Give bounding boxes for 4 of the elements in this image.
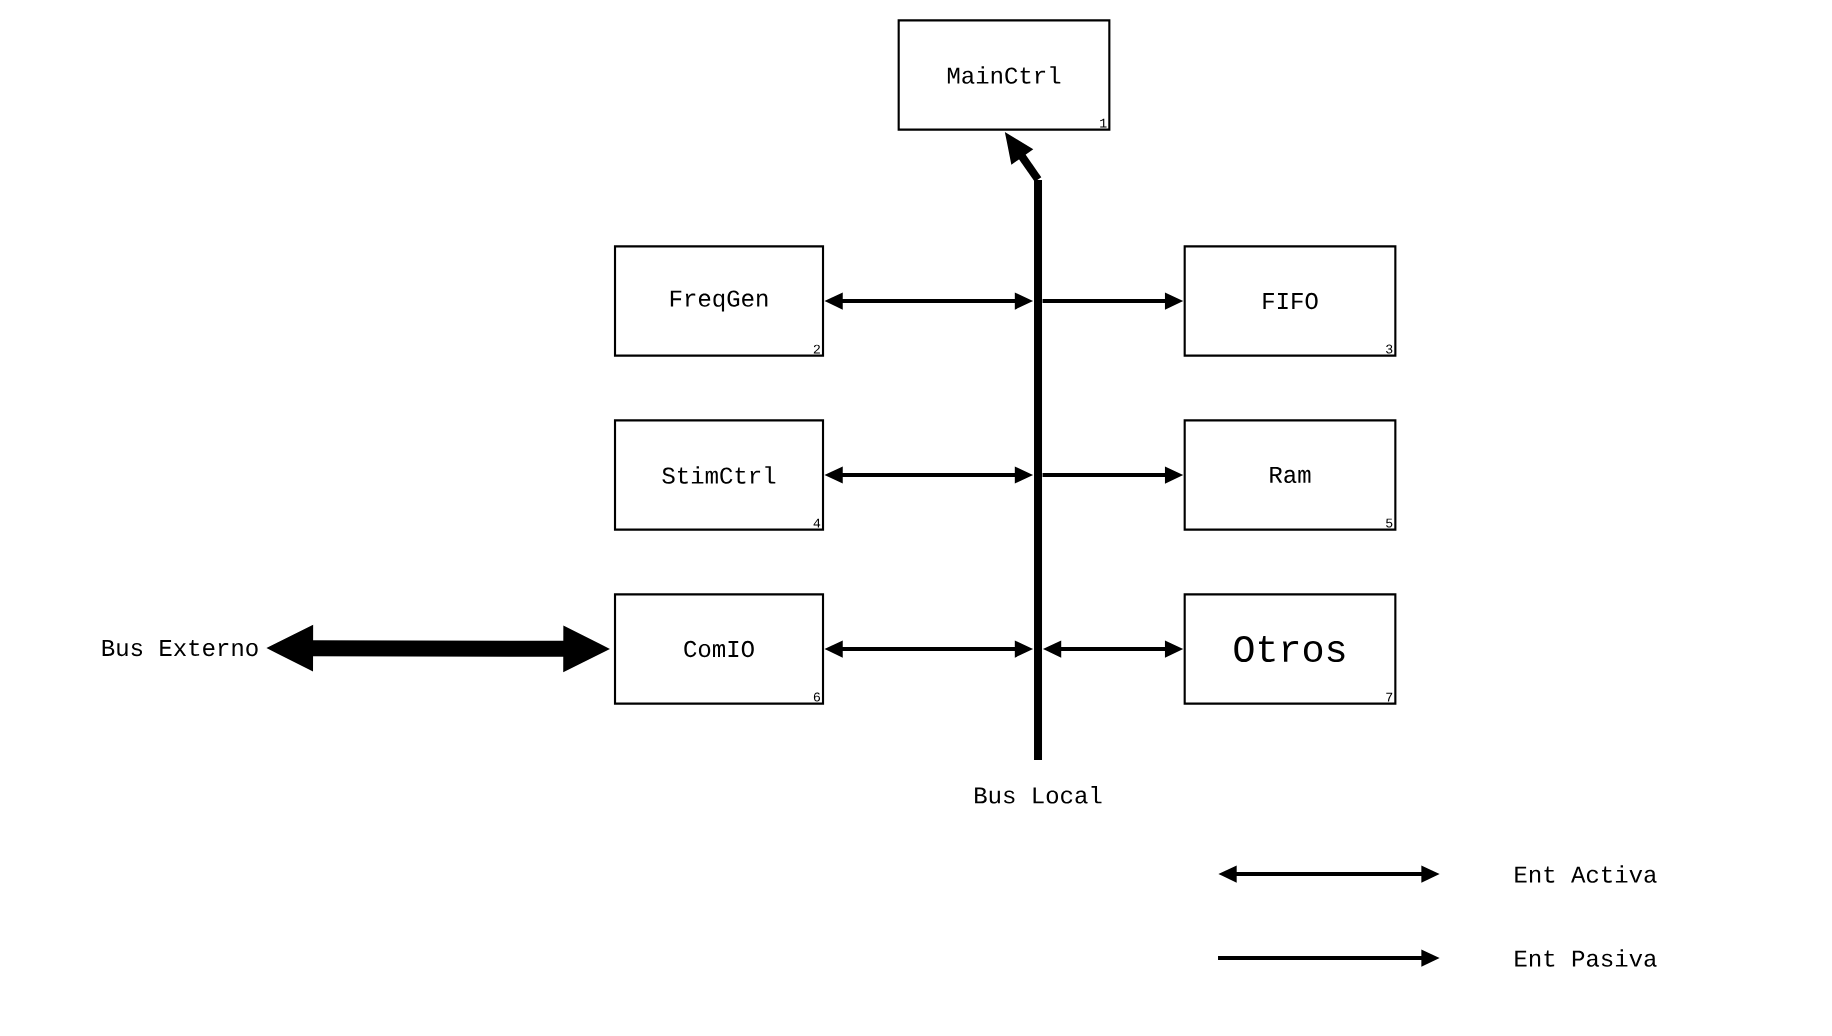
- legend-label: Ent Activa: [1515, 865, 1657, 883]
- legend-label: Ent Pasiva: [1515, 949, 1657, 967]
- bus-label: Bus Externo: [102, 639, 258, 657]
- bus-label: Bus Local: [975, 785, 1102, 804]
